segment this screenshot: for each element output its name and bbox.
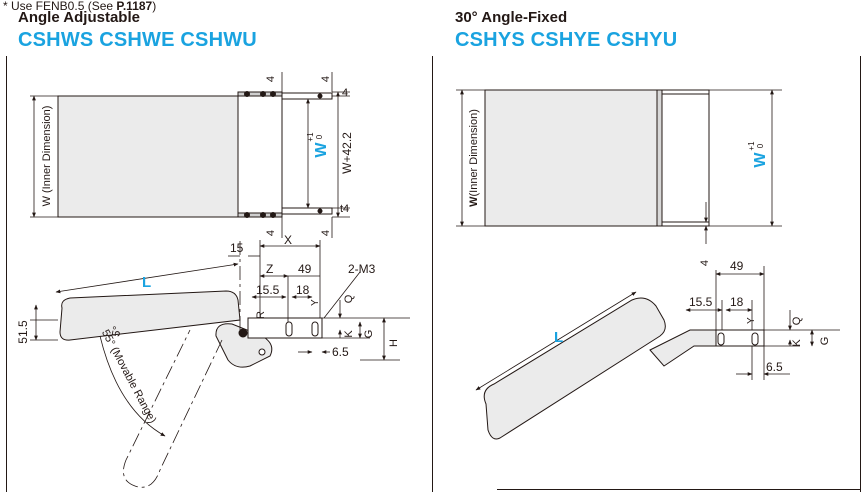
right-plate-body [484,89,658,227]
right-dim-49: 49 [730,259,744,273]
left-dim-2M3: 2-M3 [348,262,376,276]
left-tol-zero: 0 [315,134,324,139]
left-plate-body [57,95,239,218]
right-L-label: L [554,329,563,346]
right-dim-4: 4 [699,260,711,266]
right-codes: CSHYS CSHYE CSHYU [455,29,678,51]
right-dim-K: K [791,339,803,347]
left-mount-bracket [247,317,323,339]
right-dim-18: 18 [730,295,744,309]
left-tol-plus: +1 [306,132,315,142]
left-movable-range [123,240,241,488]
left-dim-Q: Q [343,294,355,303]
left-dim-R: R [255,311,267,319]
left-dim-X: X [284,233,292,247]
left-dim-15-5: 15.5 [256,283,280,297]
left-dim-4-e: 4 [320,230,332,236]
usage-note: * Use FENB0.5 (See P.1187) [3,0,157,13]
left-dim-18: 18 [296,283,310,297]
right-inner-dim-label: W(Inner Dimension) [468,109,480,207]
left-L-label: L [142,274,151,291]
left-dim-4-a: 4 [265,76,277,82]
left-dim-4-d: 4 [265,230,277,236]
right-dim-Q: Q [791,316,803,325]
right-title: 30° Angle-Fixed [455,9,568,26]
left-side-dimensions [30,240,410,361]
left-outer-dim-label: W+42.2 [340,132,354,174]
left-codes: CSHWS CSHWE CSHWU [18,29,257,51]
right-w-label: W [752,152,769,168]
left-dim-Y: Y [310,299,321,306]
left-dim-t4: t4 [340,203,349,215]
left-dim-H: H [388,339,400,347]
left-dim-K: K [343,330,355,338]
right-side-dimensions [475,266,840,391]
drawing-frame [6,56,861,492]
right-dim-15-5: 15.5 [689,295,713,309]
left-dim-6-5: 6.5 [332,345,349,359]
left-title: Angle Adjustable [18,9,140,26]
left-dim-Z: Z [266,262,273,276]
left-dim-4-c: 4 [342,87,348,99]
left-dim-4-b: 4 [320,76,332,82]
left-side-view [59,290,323,368]
left-side-plate [59,290,241,341]
page-reference: P.1187 [116,0,153,13]
right-dim-G: G [819,337,831,346]
right-dim-Y: Y [746,317,757,324]
left-inner-dim-label: W (Inner Dimension) [41,106,53,207]
left-movable-range-label: 55° (Movable Range) [99,328,158,426]
right-tol-plus: +1 [747,141,756,151]
left-dim-51-5: 51.5 [16,320,30,344]
left-hinge-block [237,91,283,218]
right-tol-zero: 0 [756,143,765,148]
right-dim-6-5: 6.5 [766,360,783,374]
left-dim-G: G [363,330,375,339]
left-top-view [57,91,333,218]
left-bracket-top [281,92,333,100]
left-top-dimensions [30,72,350,238]
left-dim-15: 15 [230,241,244,255]
left-dim-5deg: 5° [110,325,124,337]
left-dim-49: 49 [298,262,312,276]
right-hinge-block [656,89,710,227]
left-w-label: W [313,142,330,158]
right-top-dimensions [456,89,782,244]
left-bracket-bottom [281,207,333,215]
right-top-view [484,89,710,227]
